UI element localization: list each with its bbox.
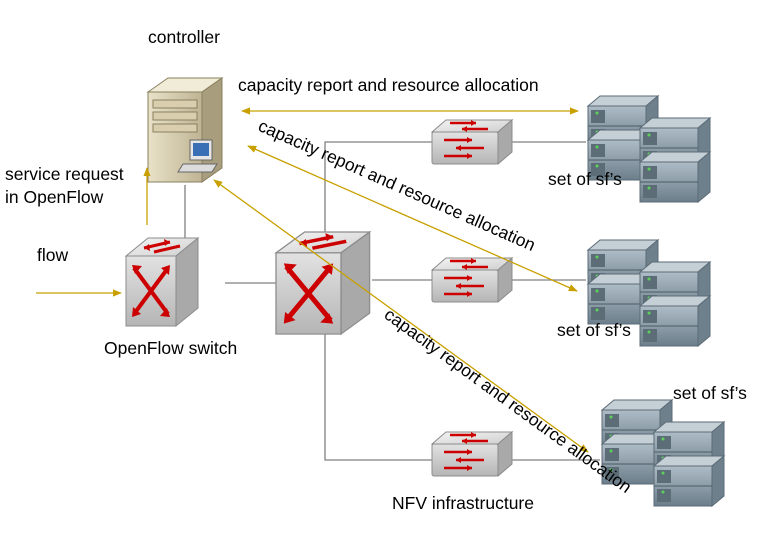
service-request-label-line2: in OpenFlow xyxy=(5,187,104,207)
service-request-label: service request xyxy=(5,164,124,184)
set-of-sfs-label-2: set of sf’s xyxy=(557,320,631,340)
set-of-sfs-label-1: set of sf’s xyxy=(548,169,622,189)
set-of-sfs-label-3: set of sf’s xyxy=(673,383,747,403)
router-icon xyxy=(430,256,514,304)
router-icon xyxy=(430,430,514,478)
nfv-infrastructure-label: NFV infrastructure xyxy=(392,493,534,513)
openflow-switch-icon xyxy=(124,236,200,328)
capacity-arrow-3 xyxy=(213,179,589,453)
link-core-router-bottom xyxy=(324,330,432,461)
openflow-switch-label: OpenFlow switch xyxy=(104,338,237,358)
flow-label: flow xyxy=(37,245,68,265)
controller-label: controller xyxy=(148,27,220,47)
server-tower-icon xyxy=(146,77,224,183)
router-icon xyxy=(430,118,514,166)
capacity-report-label-1: capacity report and resource allocation xyxy=(238,75,539,95)
